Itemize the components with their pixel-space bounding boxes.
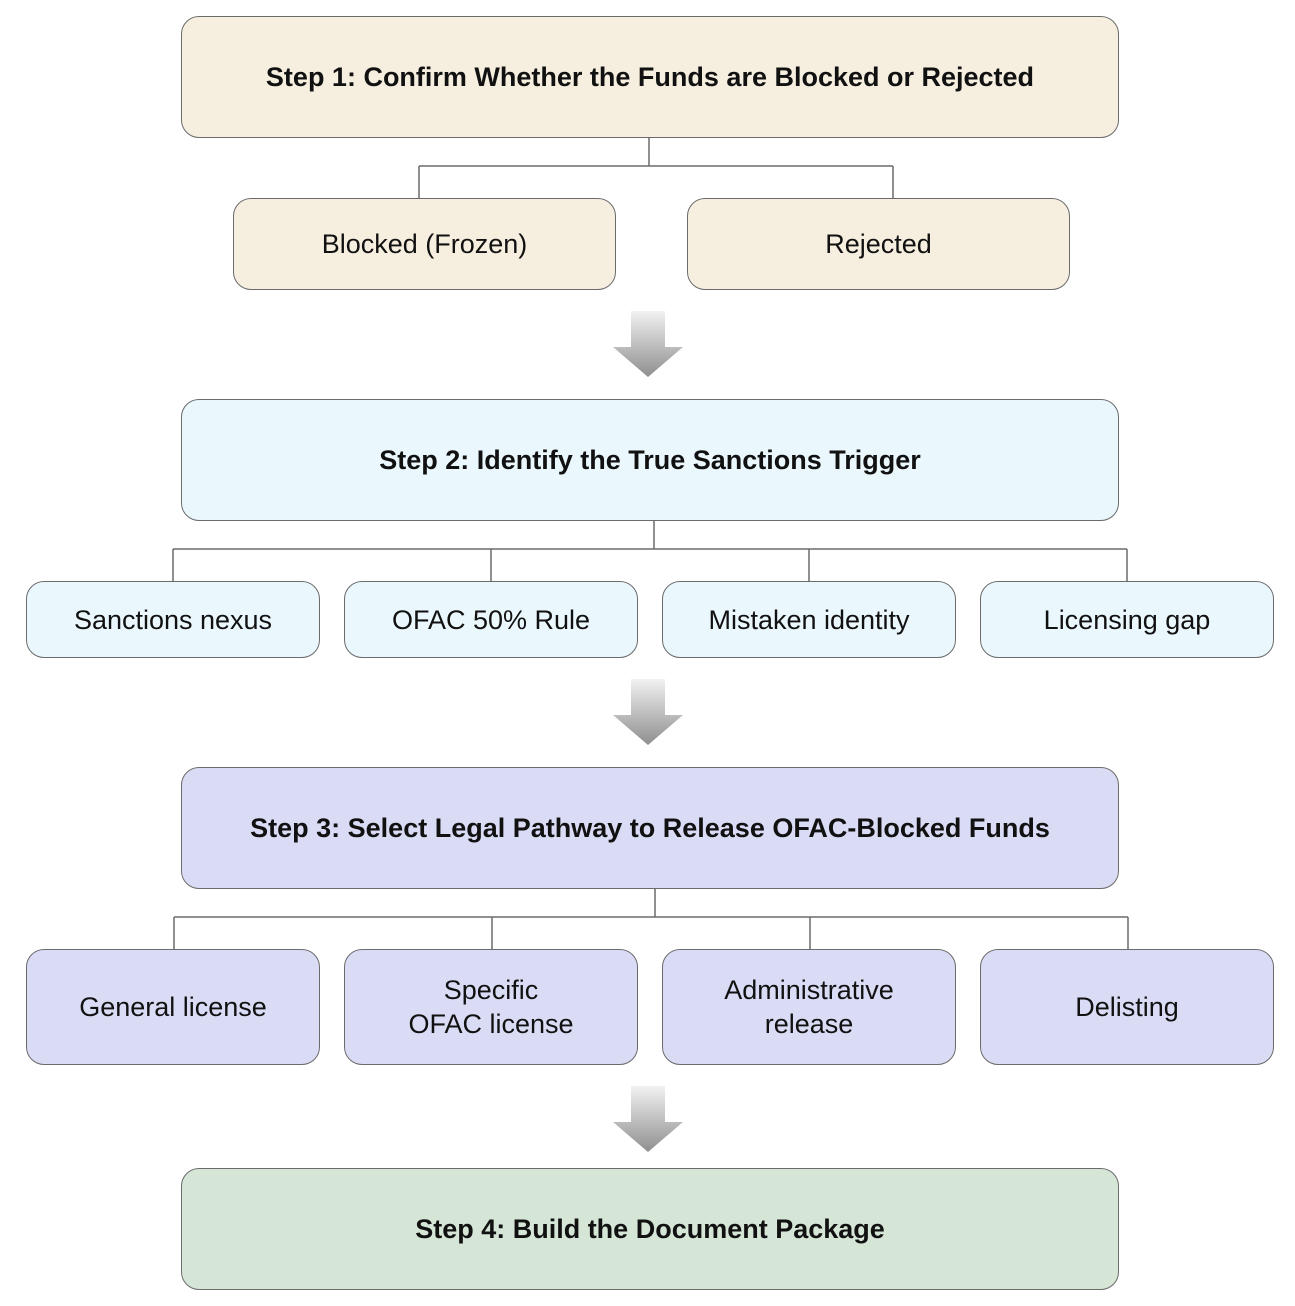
step2-title: Step 2: Identify the True Sanctions Trig… <box>379 444 921 475</box>
step2-option-mistaken-identity: Mistaken identity <box>662 581 956 658</box>
step3-box: Step 3: Select Legal Pathway to Release … <box>181 767 1119 889</box>
option-label: Delisting <box>1075 992 1179 1022</box>
step1-option-rejected: Rejected <box>687 198 1070 290</box>
step1-title: Step 1: Confirm Whether the Funds are Bl… <box>265 61 1035 92</box>
option-label: Specific OFAC license <box>408 975 574 1039</box>
option-label: General license <box>79 992 267 1022</box>
step2-option-licensing-gap: Licensing gap <box>980 581 1274 658</box>
step4-title: Step 4: Build the Document Package <box>415 1213 885 1244</box>
down-arrow-icon <box>613 311 683 377</box>
option-label: Blocked (Frozen) <box>321 229 528 259</box>
step2-option-sanctions-nexus: Sanctions nexus <box>26 581 320 658</box>
step3-option-administrative-release: Administrative release <box>662 949 956 1065</box>
connector-step2 <box>172 520 1128 582</box>
option-label: Administrative release <box>724 975 894 1039</box>
down-arrow-icon <box>613 679 683 745</box>
step3-option-delisting: Delisting <box>980 949 1274 1065</box>
option-label: OFAC 50% Rule <box>391 604 591 635</box>
step2-option-ofac-50-rule: OFAC 50% Rule <box>344 581 638 658</box>
step4-box: Step 4: Build the Document Package <box>181 1168 1119 1290</box>
option-label: Rejected <box>825 229 932 259</box>
option-label: Licensing gap <box>1043 604 1211 635</box>
connector-step3 <box>173 888 1129 950</box>
step3-title: Step 3: Select Legal Pathway to Release … <box>250 812 1050 843</box>
step3-option-specific-ofac-license: Specific OFAC license <box>344 949 638 1065</box>
option-label: Sanctions nexus <box>73 604 273 635</box>
down-arrow-icon <box>613 1086 683 1152</box>
step2-box: Step 2: Identify the True Sanctions Trig… <box>181 399 1119 521</box>
step1-box: Step 1: Confirm Whether the Funds are Bl… <box>181 16 1119 138</box>
option-label: Mistaken identity <box>708 604 910 635</box>
step3-option-general-license: General license <box>26 949 320 1065</box>
step1-option-blocked: Blocked (Frozen) <box>233 198 616 290</box>
connector-step1 <box>418 137 894 199</box>
